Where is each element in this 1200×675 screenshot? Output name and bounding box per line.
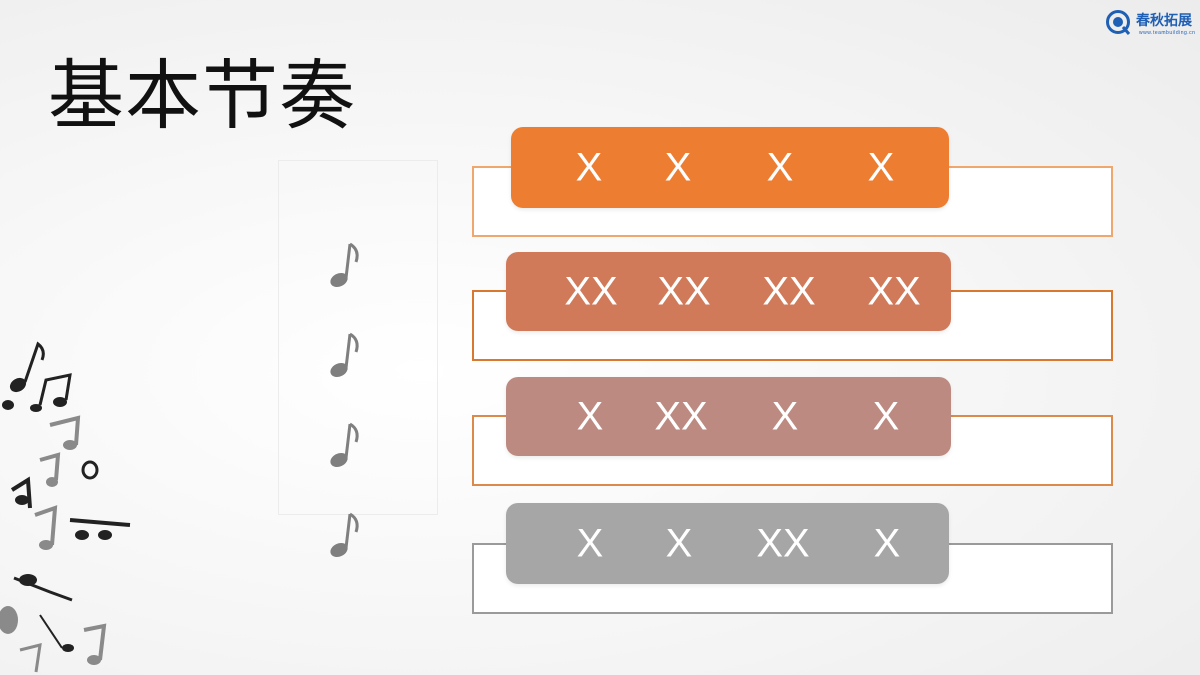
- row-bar: X X XX X: [506, 503, 949, 584]
- beat-label: XX: [762, 269, 816, 313]
- beat-label: XX: [654, 394, 708, 438]
- logo-mark-icon: [1106, 10, 1131, 35]
- logo-name: 春秋拓展: [1136, 13, 1192, 29]
- eighth-note-icon: [330, 332, 359, 378]
- beat-label: XX: [867, 269, 921, 313]
- beat-label: X: [867, 145, 895, 189]
- background-frame: [278, 160, 438, 515]
- beat-label: XX: [657, 269, 711, 313]
- row-bar: XX XX XX XX: [506, 252, 951, 331]
- beat-label: X: [771, 394, 799, 438]
- slide-title: 基本节奏: [48, 51, 356, 140]
- eighth-note-icon: [330, 422, 359, 468]
- beat-label: X: [872, 394, 900, 438]
- beat-label: X: [873, 521, 901, 565]
- row-bar: X XX X X: [506, 377, 951, 456]
- music-notes-decoration: [0, 341, 131, 673]
- beat-label: X: [576, 521, 604, 565]
- eighth-note-icon: [330, 512, 359, 558]
- beat-label: X: [664, 145, 692, 189]
- brand-logo: 春秋拓展 www.teambuilding.cn: [1105, 8, 1195, 40]
- beat-label: X: [665, 521, 693, 565]
- beat-label: X: [576, 394, 604, 438]
- logo-url: www.teambuilding.cn: [1139, 30, 1196, 36]
- beat-label: XX: [564, 269, 618, 313]
- beat-label: X: [766, 145, 794, 189]
- beat-label: XX: [756, 521, 810, 565]
- row-bar: X X X X: [511, 127, 949, 208]
- eighth-note-icon: [330, 242, 359, 288]
- beat-label: X: [575, 145, 603, 189]
